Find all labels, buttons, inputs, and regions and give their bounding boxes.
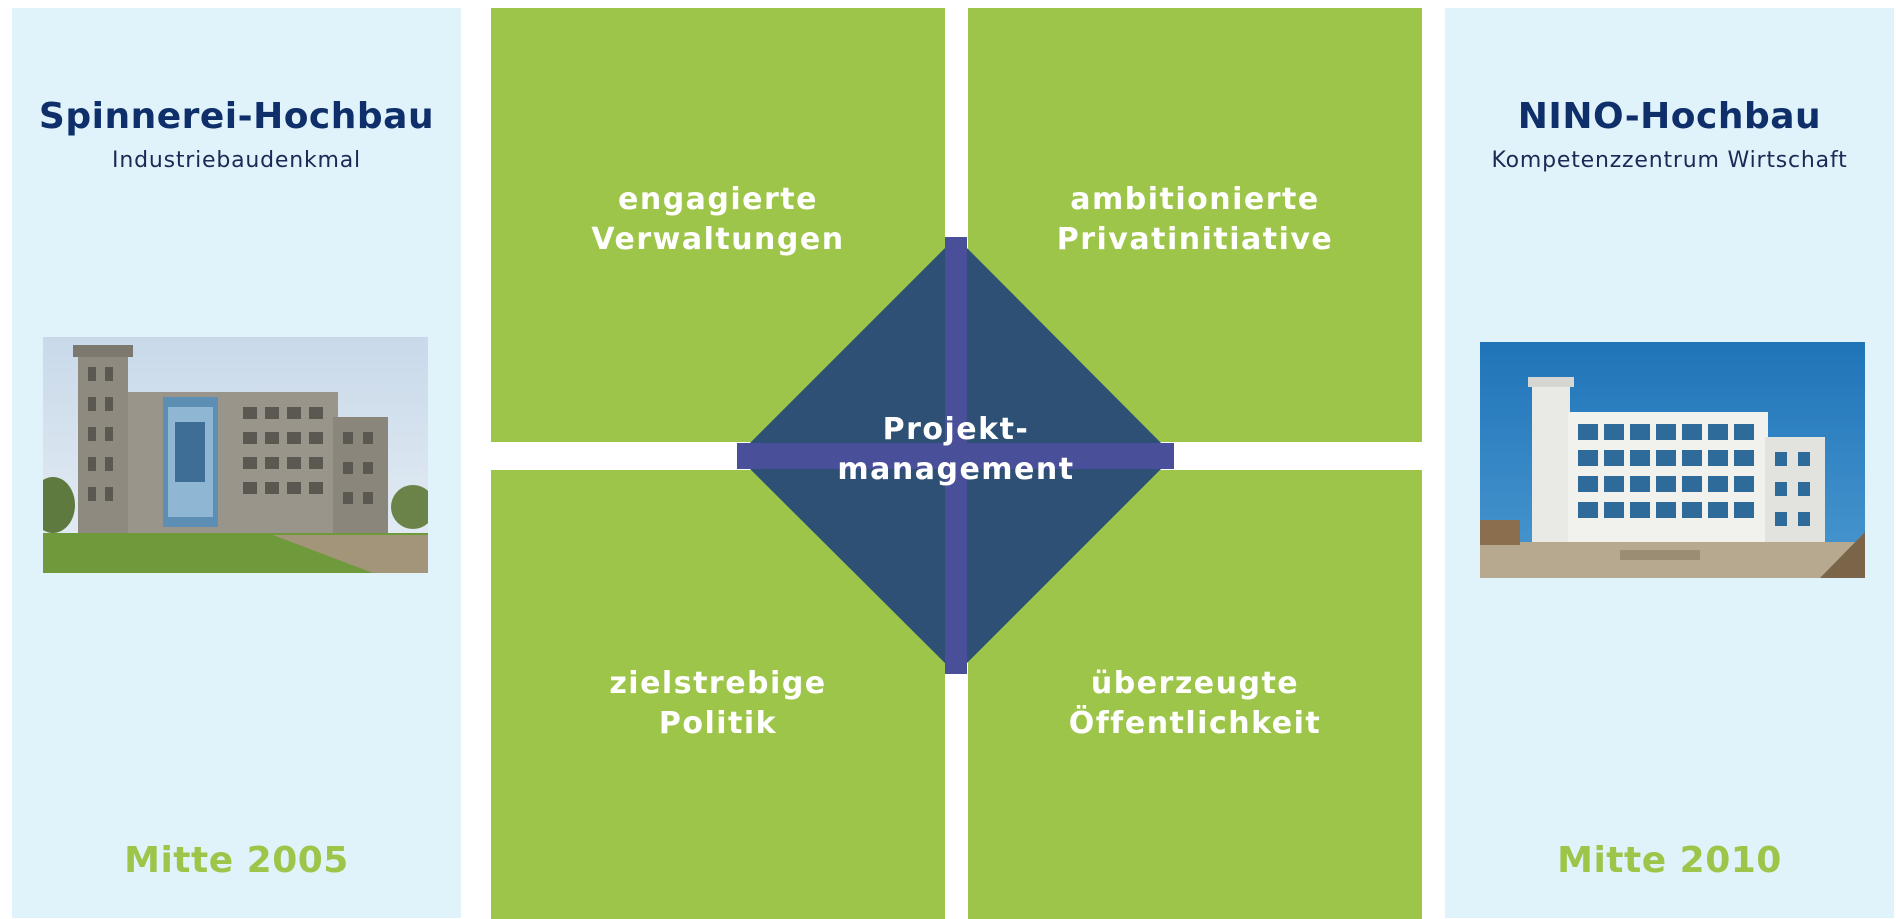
left-panel-date: Mitte 2005 — [124, 840, 349, 881]
quadrant-verwaltungen-line2: Verwaltungen — [591, 222, 845, 257]
quadrant-verwaltungen: engagierte Verwaltungen — [491, 8, 945, 442]
center-label-line1: Projekt- — [882, 412, 1030, 447]
quadrant-politik-line1: zielstrebige — [609, 666, 827, 701]
quadrant-oeffentlichkeit-label: überzeugte Öffentlichkeit — [968, 664, 1422, 744]
right-panel-title: NINO-Hochbau — [1517, 96, 1822, 137]
center-label-line2: management — [837, 452, 1075, 487]
quadrant-verwaltungen-label: engagierte Verwaltungen — [491, 180, 945, 260]
left-panel-title: Spinnerei-Hochbau — [38, 96, 435, 137]
quadrant-privatinitiative-line1: ambitionierte — [1070, 182, 1320, 217]
right-panel-subtitle: Kompetenzzentrum Wirtschaft — [1491, 148, 1848, 173]
left-panel: Spinnerei-Hochbau Industriebaudenkmal — [12, 8, 461, 918]
quadrant-oeffentlichkeit-line2: Öffentlichkeit — [1068, 706, 1322, 741]
nino-building-photo — [1480, 342, 1865, 578]
quadrant-verwaltungen-line1: engagierte — [617, 182, 818, 217]
left-panel-subtitle: Industriebaudenkmal — [112, 148, 361, 173]
right-panel: NINO-Hochbau Kompetenzzentrum Wirtschaft — [1445, 8, 1894, 918]
spinnerei-building-photo — [43, 337, 428, 573]
quadrant-politik-label: zielstrebige Politik — [491, 664, 945, 744]
quadrant-privatinitiative-label: ambitionierte Privatinitiative — [968, 180, 1422, 260]
right-panel-date: Mitte 2010 — [1557, 840, 1782, 881]
center-label: Projekt- management — [806, 410, 1106, 490]
quadrant-oeffentlichkeit: überzeugte Öffentlichkeit — [968, 470, 1422, 919]
quadrant-privatinitiative: ambitionierte Privatinitiative — [968, 8, 1422, 442]
quadrant-politik: zielstrebige Politik — [491, 470, 945, 919]
quadrant-oeffentlichkeit-line1: überzeugte — [1090, 666, 1300, 701]
quadrant-politik-line2: Politik — [658, 706, 778, 741]
quadrant-privatinitiative-line2: Privatinitiative — [1056, 222, 1334, 257]
